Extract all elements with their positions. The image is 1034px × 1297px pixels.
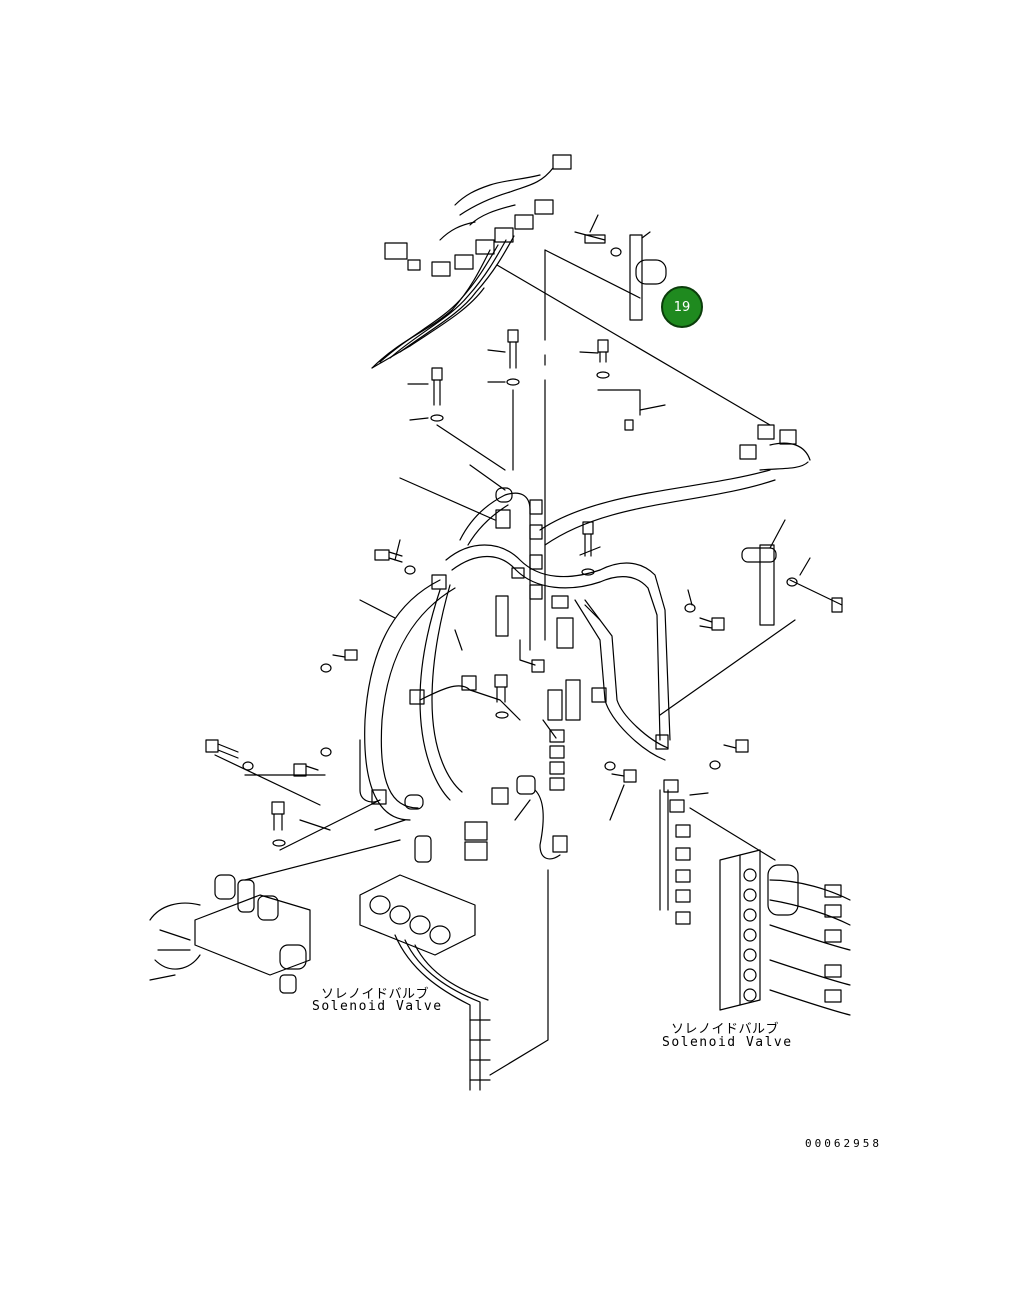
main-harness [445, 487, 671, 741]
right-bracket [659, 544, 843, 716]
right-solenoid-valve [719, 849, 851, 1016]
middle-bolts [205, 521, 749, 851]
middle-solenoid-valve [359, 869, 549, 1091]
drawing-number: 00062958 [805, 1137, 882, 1150]
left-valve-label-en: Solenoid Valve [312, 999, 443, 1014]
clamp-bracket-19 [574, 214, 667, 321]
left-solenoid-valve [149, 839, 401, 994]
right-valve-label-jp: ソレノイドバルブ [671, 1022, 780, 1037]
right-valve-label-en: Solenoid Valve [662, 1035, 793, 1050]
part-callout-19[interactable]: 19 [661, 286, 703, 328]
right-upper-connectors [539, 424, 811, 546]
bolts-top [407, 329, 666, 471]
relays [414, 679, 581, 863]
left-valve-label-jp: ソレノイドバルブ [321, 987, 430, 1002]
left-loop-harness [359, 574, 521, 821]
right-harness-down [574, 599, 776, 925]
top-connector-bundle [371, 154, 572, 369]
